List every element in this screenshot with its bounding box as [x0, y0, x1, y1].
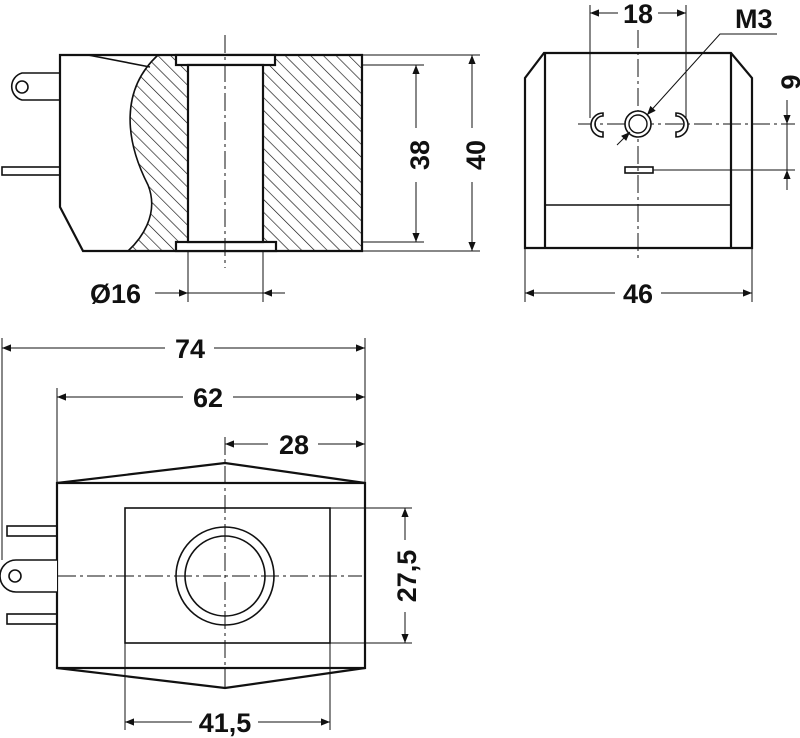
earth-slot	[624, 166, 654, 174]
hatched-section-left	[128, 55, 188, 251]
hatched-section-right	[263, 55, 362, 251]
dim-27-5: 27,5	[392, 550, 422, 603]
dim-62: 62	[193, 383, 223, 413]
terminal-hole	[8, 569, 22, 583]
terminal-hole	[15, 80, 29, 94]
dim-28: 28	[279, 430, 309, 460]
contact-left	[590, 112, 604, 138]
terminal-pin-top	[6, 525, 58, 537]
dim-46: 46	[623, 279, 653, 309]
dim-74: 74	[175, 334, 205, 364]
terminal-pin	[1, 166, 61, 176]
label-m3: M3	[735, 4, 773, 34]
front-view: 9 18 M3 46	[523, 0, 800, 309]
terminal-pin-bottom	[6, 613, 58, 625]
dim-18: 18	[623, 0, 653, 29]
dim-diameter-16: Ø16	[90, 279, 141, 309]
terminal-tab	[0, 559, 57, 593]
dim-38: 38	[405, 140, 435, 170]
m3-thread-inner	[628, 114, 648, 134]
dim-41-5: 41,5	[199, 708, 252, 738]
dim-40: 40	[461, 140, 491, 170]
terminal-tab	[10, 72, 60, 101]
top-view: 74 62 28 27,5 41,5	[0, 334, 422, 738]
dim-9: 9	[776, 74, 800, 89]
side-section-view: 38 40 Ø16	[1, 35, 491, 309]
